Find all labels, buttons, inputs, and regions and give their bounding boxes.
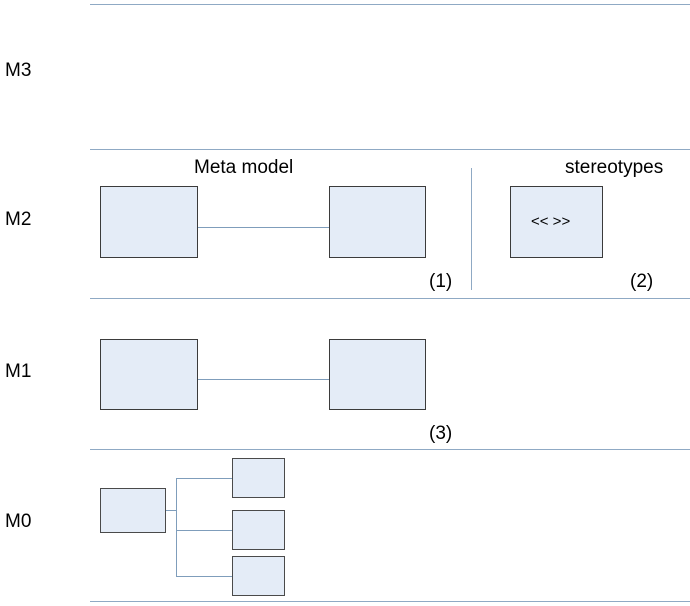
stereotype-label: << >> (531, 213, 571, 230)
separator-top (90, 4, 690, 5)
m0-connector-trunk (176, 478, 177, 576)
caption-2: (2) (630, 271, 654, 292)
m2-box-right (329, 186, 426, 258)
m1-connector (198, 379, 329, 380)
separator-m2-m1 (90, 298, 690, 299)
m0-connector-branch-2 (176, 530, 232, 531)
caption-1: (1) (429, 271, 453, 292)
m0-connector-branch-1 (176, 478, 232, 479)
title-meta-model: Meta model (194, 157, 294, 178)
level-label-m1: M1 (5, 361, 32, 382)
m0-connector-branch-3 (176, 576, 232, 577)
m0-box-child-3 (232, 556, 285, 596)
m0-box-child-1 (232, 458, 285, 498)
m1-box-right (329, 339, 426, 410)
m0-box-child-2 (232, 510, 285, 550)
level-label-m3: M3 (5, 60, 32, 81)
separator-m3-m2 (90, 149, 690, 150)
title-stereotypes: stereotypes (565, 157, 664, 178)
separator-bottom (90, 601, 690, 602)
m0-box-parent (100, 488, 166, 533)
m2-box-left (100, 186, 198, 258)
stereotype-box (510, 186, 603, 258)
level-label-m2: M2 (5, 209, 32, 230)
level-label-m0: M0 (5, 511, 32, 532)
m2-connector (198, 227, 329, 228)
separator-m1-m0 (90, 449, 690, 450)
separator-metamodel-stereotypes (471, 168, 472, 290)
m0-connector-stem (166, 510, 176, 511)
caption-3: (3) (429, 423, 453, 444)
m1-box-left (100, 339, 198, 410)
